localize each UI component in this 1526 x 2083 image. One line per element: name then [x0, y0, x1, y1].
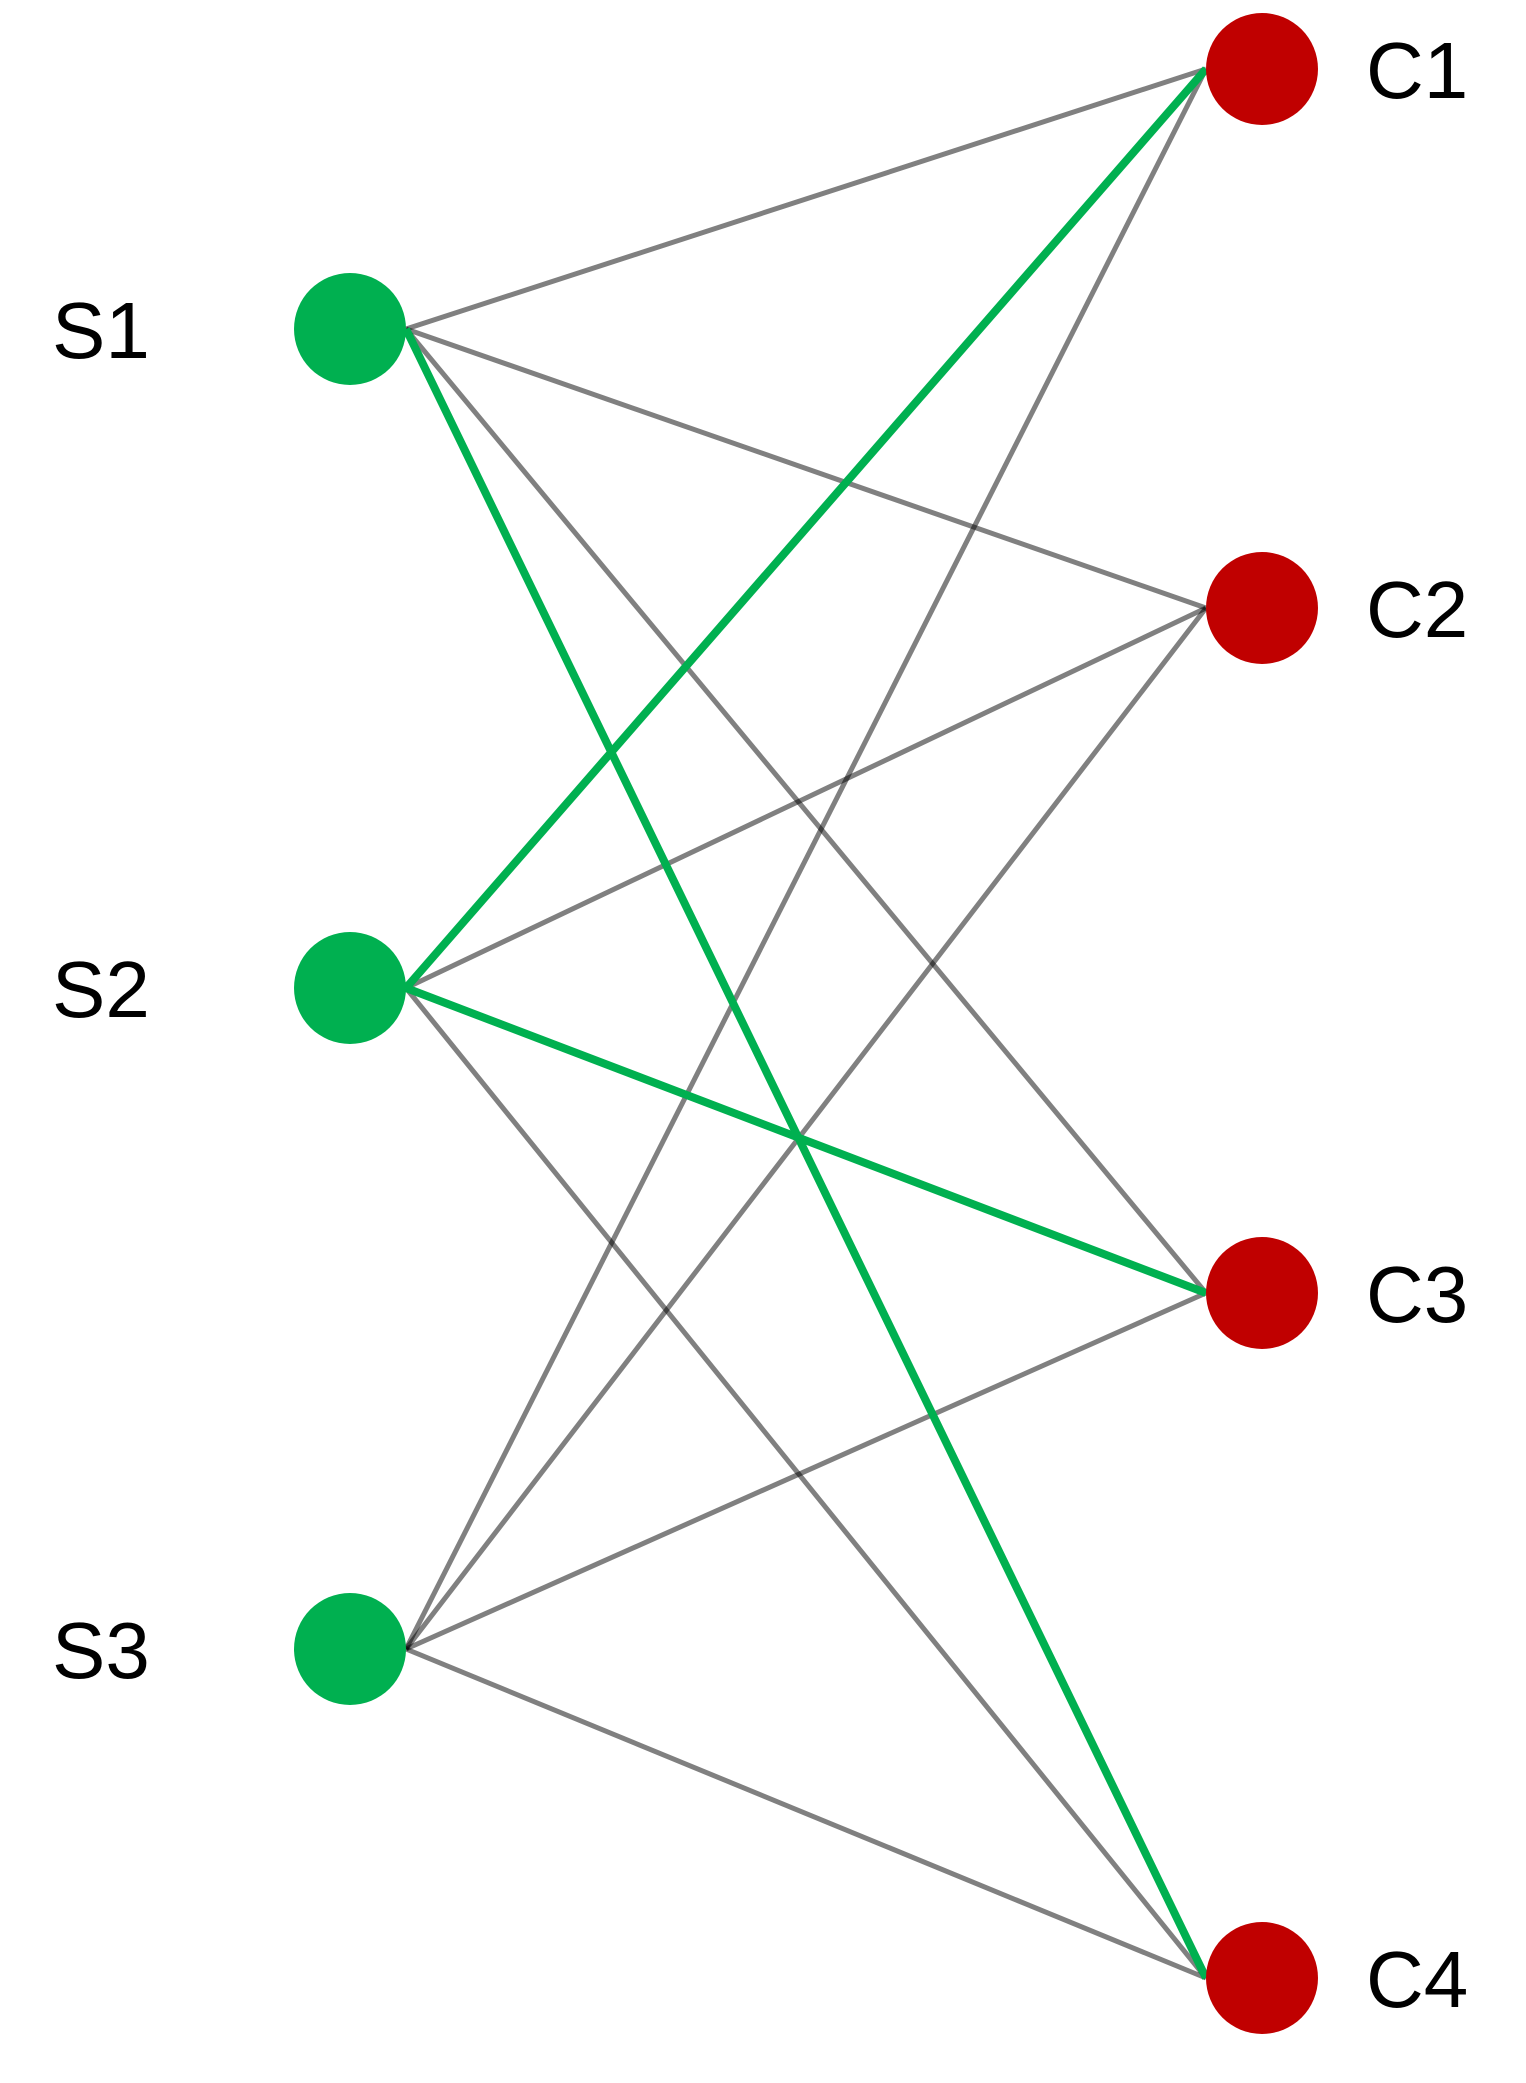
source-node-S1: [294, 273, 406, 385]
edge-S3-C4: [405, 1646, 1207, 1981]
edge-S3-C1: [403, 67, 1209, 1651]
edge-S2-C2: [404, 605, 1208, 991]
source-node-S3: [294, 1593, 406, 1705]
edge-S1-C2: [405, 326, 1207, 611]
source-label: S1: [52, 286, 150, 375]
consumer-label: C3: [1366, 1250, 1468, 1339]
consumer-node-C3: [1206, 1237, 1318, 1349]
consumer-label: C2: [1366, 565, 1468, 654]
edge-S3-C2: [404, 606, 1208, 1651]
consumer-node-C2: [1206, 552, 1318, 664]
edge-S2-C3: [404, 984, 1208, 1297]
edge-S2-C1: [402, 66, 1210, 991]
edge-S1-C4: [402, 327, 1210, 1980]
edge-S1-C1: [405, 66, 1207, 332]
edge-S1-C3: [404, 327, 1208, 1295]
consumer-label: C1: [1366, 26, 1468, 115]
source-label: S2: [52, 945, 150, 1034]
source-label: S3: [52, 1606, 150, 1695]
consumer-label: C4: [1366, 1935, 1468, 2024]
edge-S3-C3: [404, 1290, 1208, 1652]
consumer-node-C1: [1206, 13, 1318, 125]
edge-S2-C4: [404, 986, 1208, 1980]
consumer-node-C4: [1206, 1922, 1318, 2034]
source-node-S2: [294, 932, 406, 1044]
